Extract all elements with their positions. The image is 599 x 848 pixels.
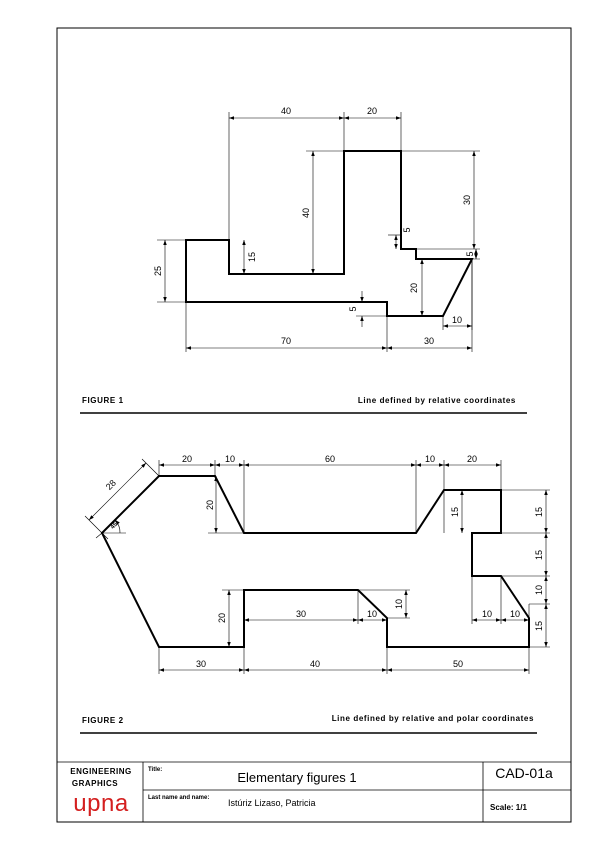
f2-dim-bottom-30: 30	[196, 659, 206, 669]
f1-dim-vert-20: 20	[409, 283, 419, 293]
f2-dim-vert-20-upper: 20	[205, 500, 215, 510]
f2-dim-right-15b: 15	[534, 550, 544, 560]
figure-1-description: Line defined by relative coordinates	[358, 396, 516, 405]
f1-dim-vert-5-upper: 5	[402, 227, 412, 232]
f2-dim-right-15c: 15	[534, 621, 544, 631]
f1-dim-horiz-10: 10	[452, 315, 462, 325]
f2-dim-inner-10b: 10	[510, 609, 520, 619]
f2-dim-top-10a: 10	[225, 454, 235, 464]
title-block: ENGINEERING GRAPHICS upna Title: Element…	[57, 761, 571, 822]
f1-dim-vert-15: 15	[247, 252, 257, 262]
figure-1-caption: FIGURE 1	[82, 396, 124, 405]
name-label: Last name and name:	[148, 795, 209, 801]
dept-name-line1: ENGINEERING	[70, 767, 132, 776]
figure-2-extension-lines	[84, 458, 550, 674]
f2-dim-top-20a: 20	[182, 454, 192, 464]
f1-dim-vert-25: 25	[153, 266, 163, 276]
author-name: Istúriz Lizaso, Patricia	[228, 798, 316, 808]
title-label: Title:	[148, 767, 162, 773]
upna-logo: upna	[73, 790, 129, 817]
f1-dim-bottom-70: 70	[281, 336, 291, 346]
figure-1: 40 20 40 30 15 25 5 5 20 5 10 70 30	[153, 106, 480, 352]
f2-dim-top-20b: 20	[467, 454, 477, 464]
f2-dim-top-10b: 10	[425, 454, 435, 464]
f2-dim-inner-10a: 10	[482, 609, 492, 619]
drawing-code: CAD-01a	[495, 765, 553, 781]
f2-dim-angle-45: 45°	[110, 520, 121, 531]
figure-2-dimension-lines	[88, 462, 548, 672]
f1-dim-vert-5-right: 5	[465, 251, 475, 256]
f2-dim-slant-28: 28	[104, 478, 118, 492]
figure-2-outline	[100, 475, 530, 648]
dept-name-line2: GRAPHICS	[72, 779, 118, 788]
f2-dim-chamfer-10h: 10	[367, 609, 377, 619]
f2-dim-chamfer-10v: 10	[394, 599, 404, 609]
f1-dim-vert-5-lower: 5	[348, 306, 358, 311]
figure-2-description: Line defined by relative and polar coord…	[332, 714, 534, 723]
figure-1-outline	[185, 150, 474, 317]
f2-dim-top-60: 60	[325, 454, 335, 464]
f1-dim-top-40: 40	[281, 106, 291, 116]
figure-2-caption: FIGURE 2	[82, 716, 124, 725]
f2-dim-vert-15-pocket: 15	[450, 507, 460, 517]
f1-dim-vert-40: 40	[301, 208, 311, 218]
drawing-scale: Scale: 1/1	[490, 803, 527, 812]
f2-dim-vert-20-lower: 20	[217, 613, 227, 623]
f1-dim-vert-30: 30	[462, 195, 472, 205]
f1-dim-bottom-30: 30	[424, 336, 434, 346]
drawing-title: Elementary figures 1	[237, 770, 356, 785]
f2-dim-horiz-30: 30	[296, 609, 306, 619]
f2-dim-bottom-50: 50	[453, 659, 463, 669]
f2-dim-right-10: 10	[534, 585, 544, 595]
f2-dim-bottom-40: 40	[310, 659, 320, 669]
sheet-frame	[56, 27, 572, 823]
figure-1-dimension-lines	[163, 116, 478, 350]
figure-2: 20 10 60 10 20 28 45° 20 15 15 15 10 15 …	[84, 454, 550, 674]
f1-dim-top-20: 20	[367, 106, 377, 116]
f2-dim-right-15a: 15	[534, 507, 544, 517]
